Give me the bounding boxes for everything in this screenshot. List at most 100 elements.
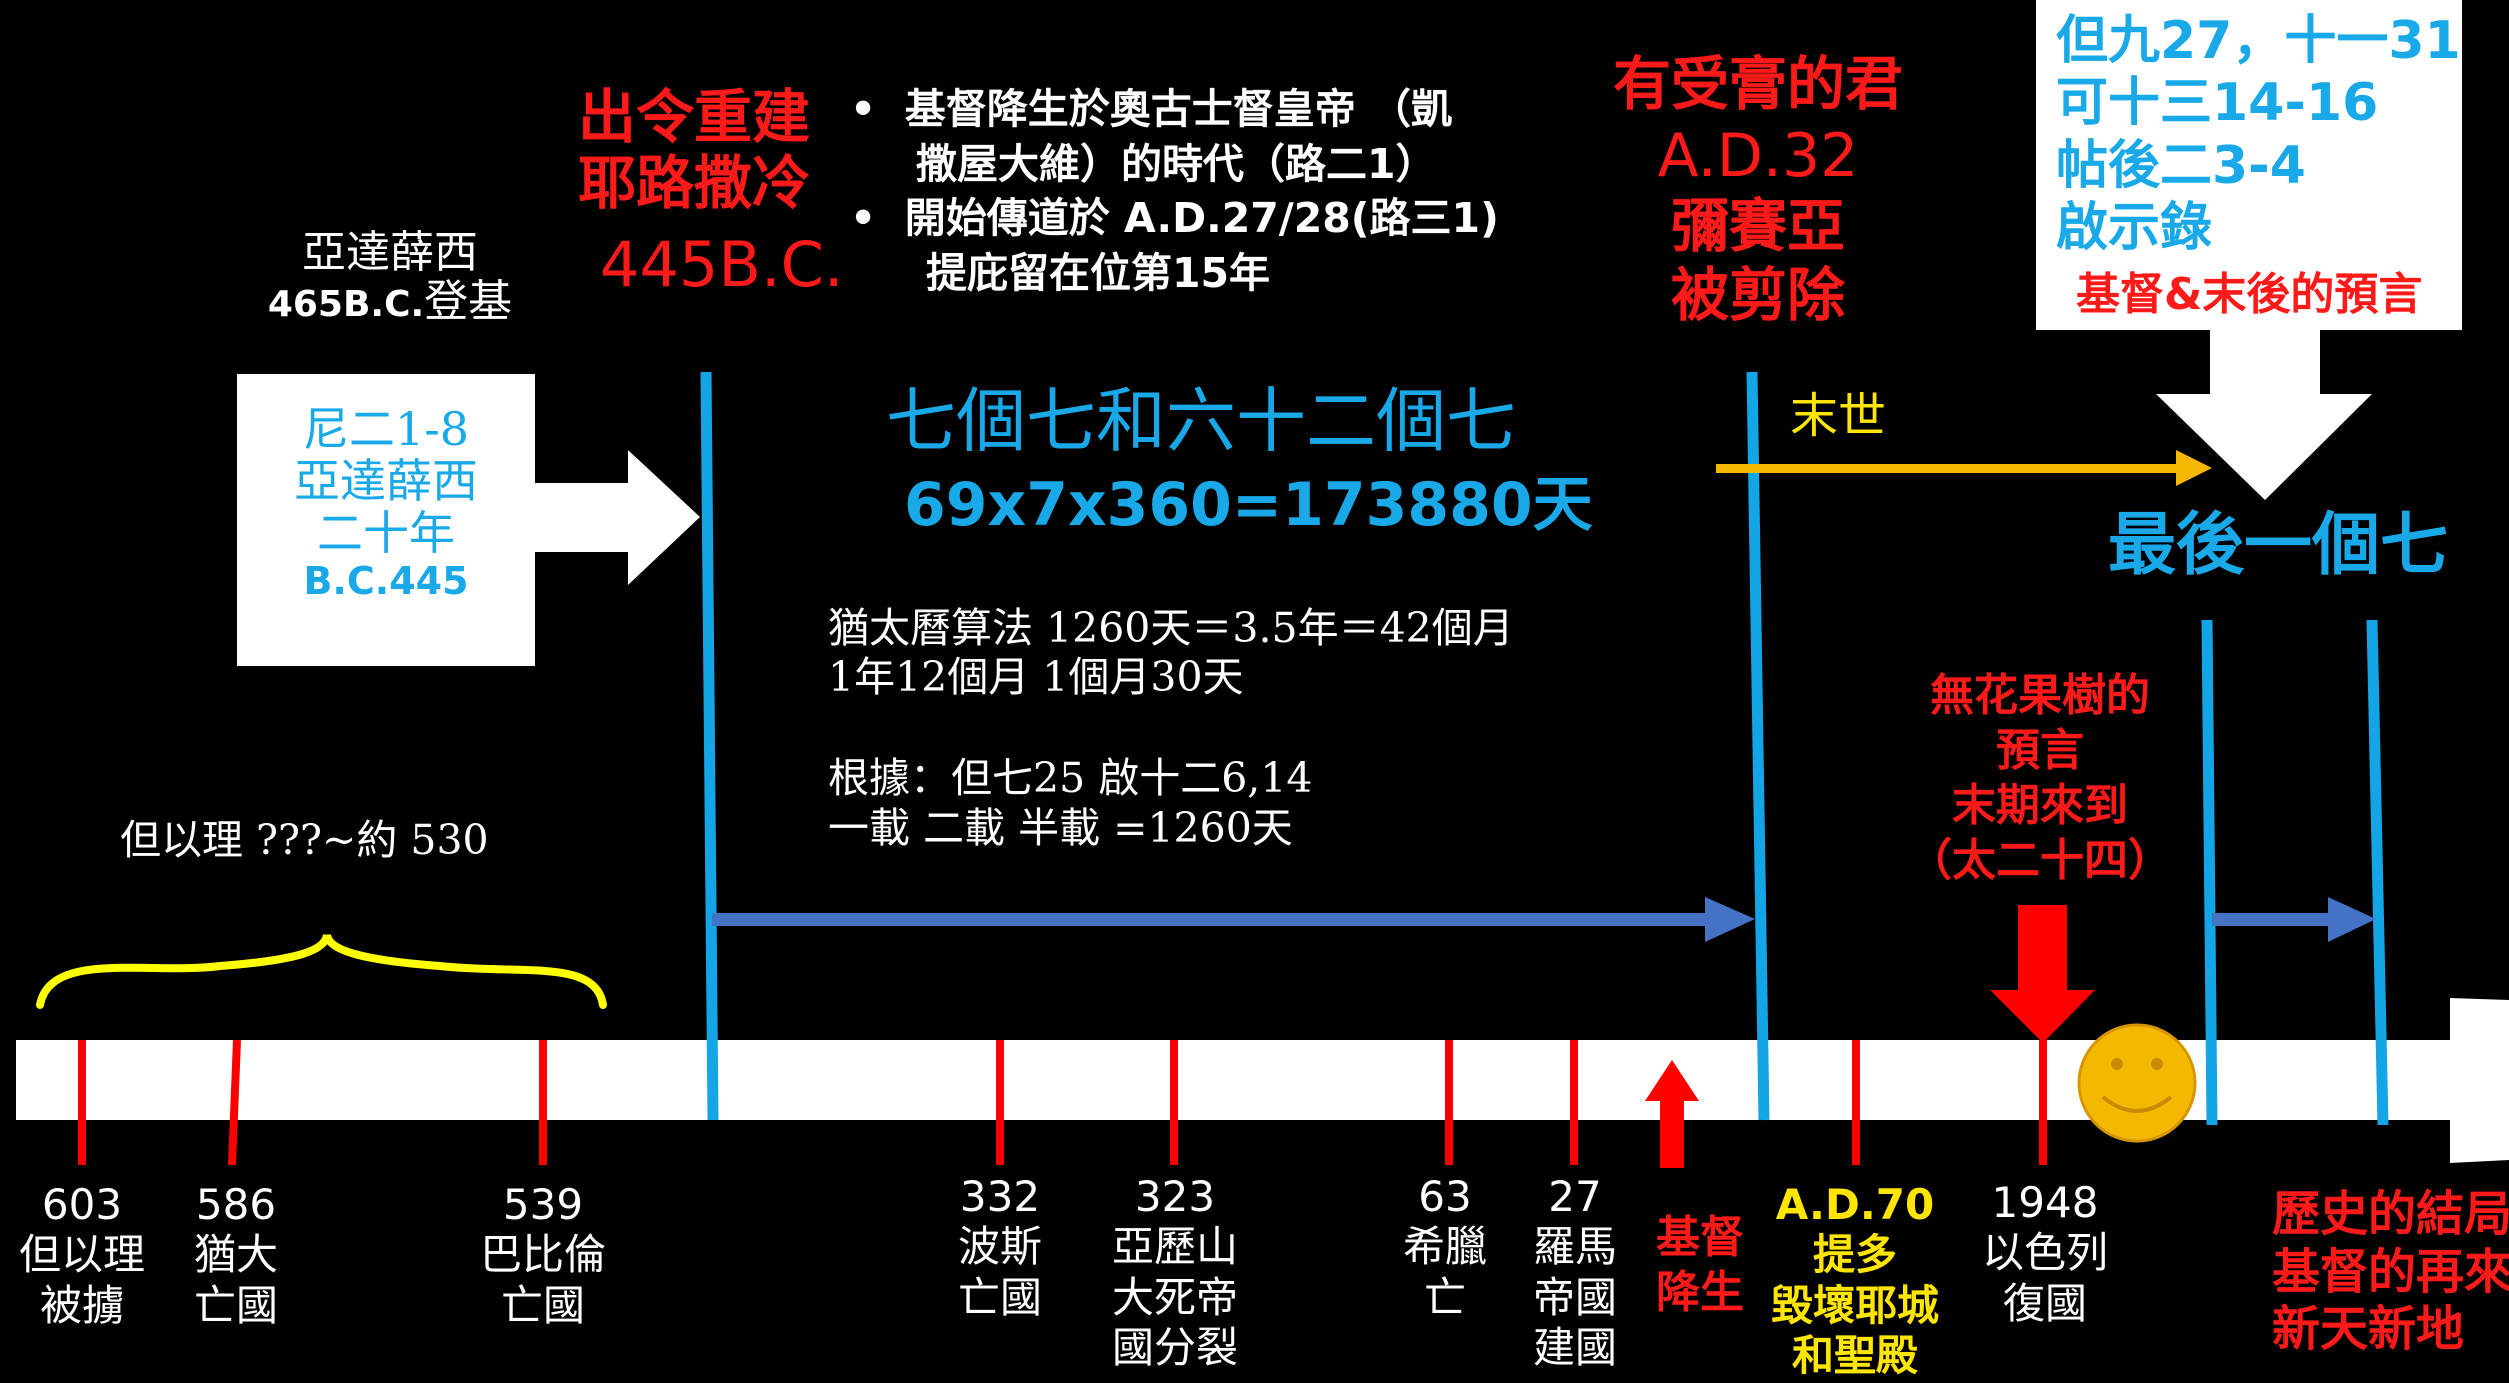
event-label-3: 國分裂: [1111, 1323, 1238, 1373]
event-year: 603: [41, 1180, 123, 1229]
calendar-line-2: 1年12個月 1個月30天: [828, 653, 1244, 702]
end-line-3: 新天新地: [2272, 1301, 2465, 1358]
fig-line-4: （太二十四）: [1908, 835, 2172, 886]
refs-line-4: 啟示錄: [2056, 198, 2213, 259]
event-label-2: 亡國: [957, 1272, 1042, 1322]
period-dividers: [700, 371, 2389, 1126]
event-label-2: 亡: [1423, 1272, 1466, 1322]
event-603: 603 但以理 被擄: [2, 1180, 162, 1331]
red-down-arrow-icon: [1990, 905, 2095, 1043]
ad70-label: A.D.70 提多 毀壞耶城 和聖殿: [1760, 1180, 1950, 1382]
event-label-1: 亞歷山: [1111, 1222, 1238, 1272]
event-label-2: 被擄: [39, 1280, 124, 1330]
timeline-arrow: [16, 998, 2509, 1163]
nehemiah-king: 亞達薛西: [294, 453, 478, 508]
event-label-1: 猶大: [193, 1230, 278, 1280]
refs-line-1: 但九27，十一31: [2056, 11, 2461, 71]
fig-line-1: 無花果樹的: [1930, 670, 2150, 721]
bullet-2-line-1: • 開始傳道於 A.D.27/28(路三1): [850, 194, 1499, 243]
event-label-2: 復國: [2002, 1278, 2087, 1328]
daniel-span-bracket: [36, 933, 607, 1009]
event-year: 332: [959, 1172, 1041, 1221]
fig-tree-text: 無花果樹的 預言 末期來到 （太二十四）: [1870, 668, 2210, 888]
birth-line-1: 基督: [1656, 1212, 1744, 1263]
messiah-text: 有受膏的君 A.D.32 彌賽亞 被剪除: [1582, 50, 1934, 331]
calendar-line-1: 猶太曆算法 1260天＝3.5年＝42個月: [828, 604, 1514, 652]
king-accession-label: 登基: [424, 276, 513, 328]
bullet-list: • 基督降生於奧古士督皇帝 （凱 撒屋大維）的時代（路二1） • 開始傳道於 A…: [850, 82, 1499, 300]
divider-last-week-end: [2366, 619, 2389, 1126]
refs-subtitle: 基督&末後的預言: [2076, 269, 2423, 320]
nehemiah-ref: 尼二1-8: [302, 402, 470, 456]
ad70-line-4: 和聖殿: [1791, 1331, 1918, 1381]
last-days-label: 末世: [1790, 388, 1887, 444]
event-1948: 1948 以色列 復國: [1960, 1178, 2130, 1329]
event-332: 332 波斯 亡國: [930, 1172, 1070, 1323]
calendar-line-3: 根據：但七25 啟十二6,14: [828, 754, 1313, 803]
last-week-arrow: [2212, 897, 2376, 942]
birth-line-2: 降生: [1656, 1267, 1744, 1318]
divider-last-week-start: [2201, 619, 2218, 1126]
fig-line-3: 末期來到: [1952, 780, 2128, 831]
refs-line-2: 可十三14-16: [2056, 73, 2379, 134]
refs-box: [2036, 0, 2462, 330]
daniel-span-label: 但以理 ???~約 530: [120, 816, 489, 864]
event-63: 63 希臘 亡: [1380, 1172, 1510, 1323]
event-label-1: 巴比倫: [479, 1230, 606, 1280]
messiah-line-2: A.D.32: [1657, 120, 1859, 191]
nehemiah-box: [237, 374, 535, 666]
refs-box-text: 但九27，十一31 可十三14-16 帖後二3-4 啟示錄: [2056, 10, 2461, 260]
end-line-1: 歷史的結局: [2272, 1186, 2509, 1242]
box-right-arrow: [533, 450, 700, 585]
ad70-line-2: 提多: [1812, 1230, 1897, 1280]
event-label-1: 羅馬: [1532, 1222, 1617, 1272]
event-539: 539 巴比倫 亡國: [458, 1180, 628, 1331]
smiley-face-icon: [2077, 1023, 2197, 1143]
king-accession: 亞達薛西 465B.C.登基: [240, 228, 540, 327]
event-586: 586 猶大 亡國: [166, 1180, 306, 1331]
nehemiah-box-text: 尼二1-8 亞達薛西 二十年 B.C.445: [237, 402, 535, 603]
king-name: 亞達薛西: [302, 227, 478, 278]
event-label-2: 大死帝: [1111, 1272, 1238, 1322]
last-days-arrow: [1716, 450, 2212, 486]
calendar-notes: 猶太曆算法 1260天＝3.5年＝42個月 1年12個月 1個月30天 根據：但…: [828, 604, 1514, 853]
refs-down-arrow: [2156, 330, 2372, 500]
red-up-arrow-icon: [1645, 1060, 1699, 1168]
weeks-title: 七個七和六十二個七: [886, 380, 1516, 462]
refs-line-3: 帖後二3-4: [2056, 135, 2306, 196]
king-year: 465B.C.: [267, 284, 425, 326]
messiah-line-3: 彌賽亞: [1670, 191, 1845, 260]
event-year: 539: [502, 1180, 584, 1229]
end-line-2: 基督的再來: [2272, 1243, 2509, 1300]
calendar-line-4: 一載 二載 半載 =1260天: [828, 803, 1293, 852]
nehemiah-year: 二十年: [317, 505, 455, 560]
decree-line-2: 耶路撒冷: [578, 148, 811, 217]
fig-line-2: 預言: [1996, 725, 2084, 776]
event-year: 323: [1134, 1172, 1216, 1221]
messiah-line-1: 有受膏的君: [1612, 50, 1903, 118]
decree-year: 445B.C.: [600, 228, 844, 301]
event-year: 27: [1548, 1172, 1602, 1221]
event-label-2: 亡國: [193, 1280, 278, 1330]
event-label-2: 亡國: [500, 1280, 585, 1330]
tick-586: [228, 1039, 241, 1166]
last-week-label: 最後一個七: [2108, 506, 2449, 585]
event-label-3: 建國: [1532, 1323, 1617, 1373]
weeks-formula: 69x7x360=173880天: [904, 470, 1593, 540]
bullet-1-line-2: 撒屋大維）的時代（路二1）: [916, 139, 1437, 188]
event-year: 586: [195, 1180, 277, 1229]
divider-445bc: [700, 371, 719, 1121]
christ-birth-label: 基督 降生: [1650, 1210, 1750, 1320]
decree-text: 出令重建 耶路撒冷: [578, 83, 811, 217]
divider-ad32: [1746, 371, 1770, 1121]
year-ticks: [78, 1039, 2047, 1166]
event-label-1: 以色列: [1981, 1228, 2108, 1278]
event-label-1: 波斯: [957, 1222, 1042, 1272]
event-27: 27 羅馬 帝國 建國: [1510, 1172, 1640, 1374]
decree-line-1: 出令重建: [578, 83, 811, 151]
ad70-year: A.D.70: [1775, 1180, 1935, 1229]
sixty-nine-weeks-arrow: [712, 897, 1755, 942]
event-label-1: 希臘: [1402, 1222, 1487, 1272]
event-label-2: 帝國: [1532, 1272, 1617, 1322]
